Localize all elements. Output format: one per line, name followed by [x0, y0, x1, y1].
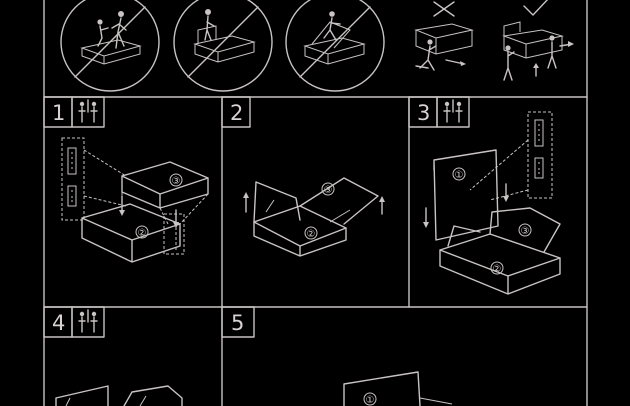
- step-4-illustration: [55, 385, 183, 406]
- step-1-header: 1: [43, 96, 105, 128]
- step-number: 5: [231, 311, 244, 335]
- panel-grid: [43, 0, 588, 406]
- prohibited-sign-icon: [60, 0, 160, 92]
- two-person-icon: [78, 99, 98, 123]
- step-number: 2: [230, 101, 243, 125]
- step-2-header: 2: [221, 96, 251, 128]
- part-label-1: ①: [366, 395, 375, 406]
- two-person-icon: [78, 309, 98, 333]
- part-label-2: ②: [138, 228, 147, 239]
- part-label-3: ③: [324, 185, 333, 196]
- wrong-lifting-example: [414, 1, 474, 71]
- step-1-illustration: ③ ②: [61, 137, 209, 263]
- step-number: 4: [52, 311, 65, 335]
- prohibited-sign-icon: [285, 0, 385, 92]
- warning-row: [60, 0, 574, 92]
- step-2-illustration: ③ ②: [243, 177, 385, 257]
- part-label-1: ①: [455, 170, 464, 181]
- cross-mark-icon: [433, 1, 455, 17]
- prohibited-sign-icon: [173, 0, 273, 92]
- step-3-illustration: ① ③ ②: [423, 111, 561, 295]
- check-mark-icon: [523, 0, 549, 16]
- step-5-illustration: ①: [343, 371, 453, 406]
- two-person-icon: [443, 99, 463, 123]
- step-3-header: 3: [408, 96, 470, 128]
- step-4-header: 4: [43, 306, 105, 338]
- correct-lifting-example: [502, 0, 574, 81]
- part-label-3: ③: [521, 226, 530, 237]
- part-label-2: ②: [307, 229, 316, 240]
- step-number: 1: [52, 101, 65, 125]
- part-label-3: ③: [172, 176, 181, 187]
- part-label-2: ②: [493, 264, 502, 275]
- step-number: 3: [417, 101, 430, 125]
- step-5-header: 5: [221, 306, 255, 338]
